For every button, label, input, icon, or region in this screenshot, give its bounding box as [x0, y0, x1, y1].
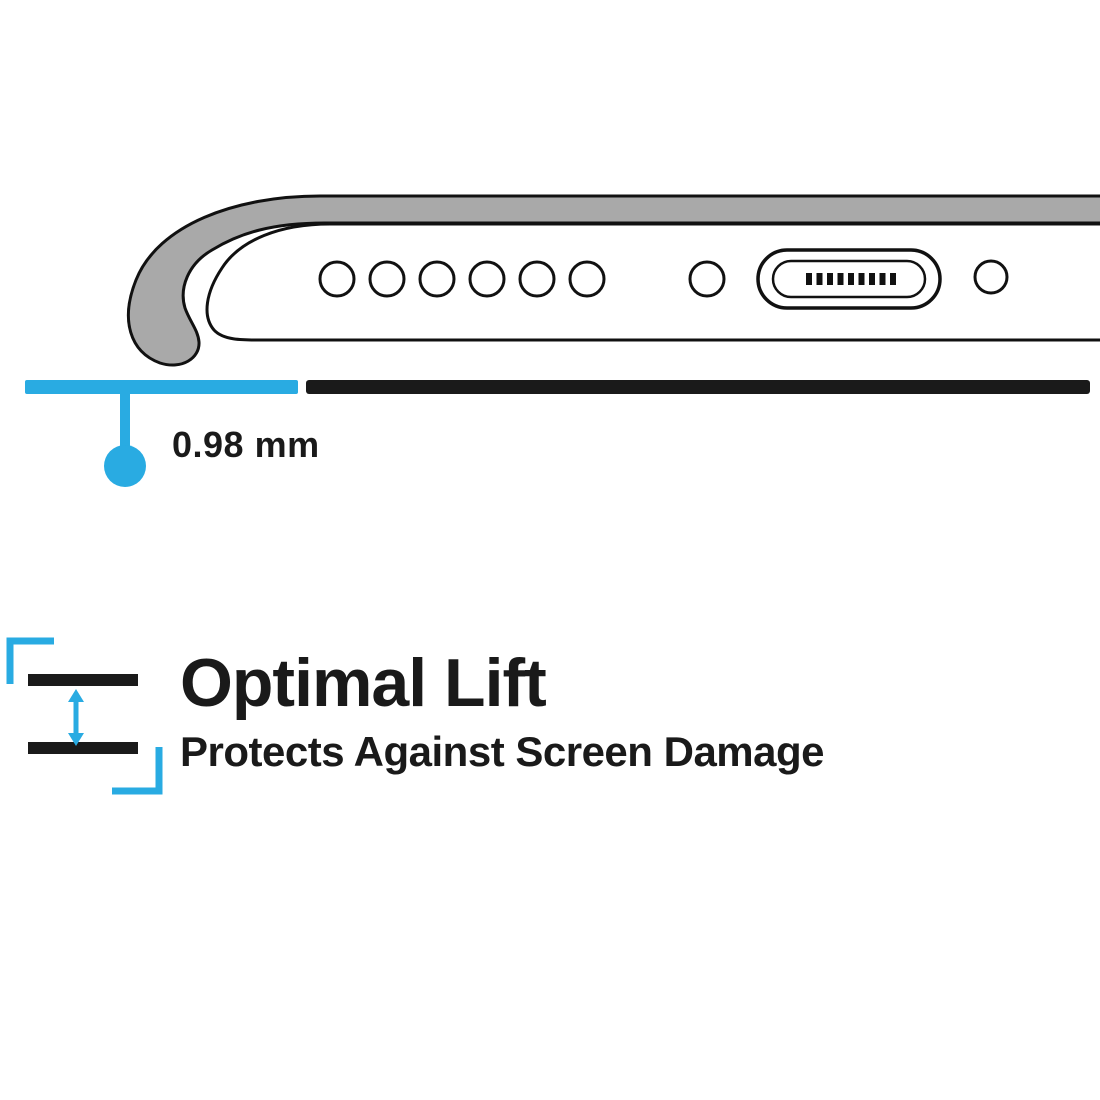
measure-drop-line — [120, 394, 130, 450]
speaker-hole — [518, 260, 556, 298]
feature-title: Optimal Lift — [180, 645, 546, 721]
bracket-top-left-icon — [6, 637, 54, 684]
mic-hole — [688, 260, 726, 298]
measure-point — [104, 445, 146, 487]
lift-gap-double-arrow-icon — [6, 637, 163, 795]
feature-subtitle: Protects Against Screen Damage — [180, 728, 824, 775]
speaker-hole — [418, 260, 456, 298]
screen-bar-bottom — [28, 742, 138, 754]
phone-bottom-edge-diagram-icon — [127, 194, 1100, 367]
speaker-hole — [318, 260, 356, 298]
double-arrow-icon — [68, 689, 84, 746]
speaker-hole — [368, 260, 406, 298]
surface-bar — [306, 380, 1090, 394]
connector-pins-icon — [806, 273, 896, 285]
case-cross-section — [127, 194, 1100, 367]
bracket-bottom-right-icon — [112, 747, 163, 795]
speaker-hole — [568, 260, 606, 298]
lift-gap-bar-accent — [25, 380, 298, 394]
speaker-hole — [468, 260, 506, 298]
measurement-label: 0.98 mm — [172, 424, 320, 465]
lift-measurement-callout: 0.98 mm — [25, 380, 1090, 487]
screen-bar-top — [28, 674, 138, 686]
screw-hole — [973, 259, 1009, 295]
